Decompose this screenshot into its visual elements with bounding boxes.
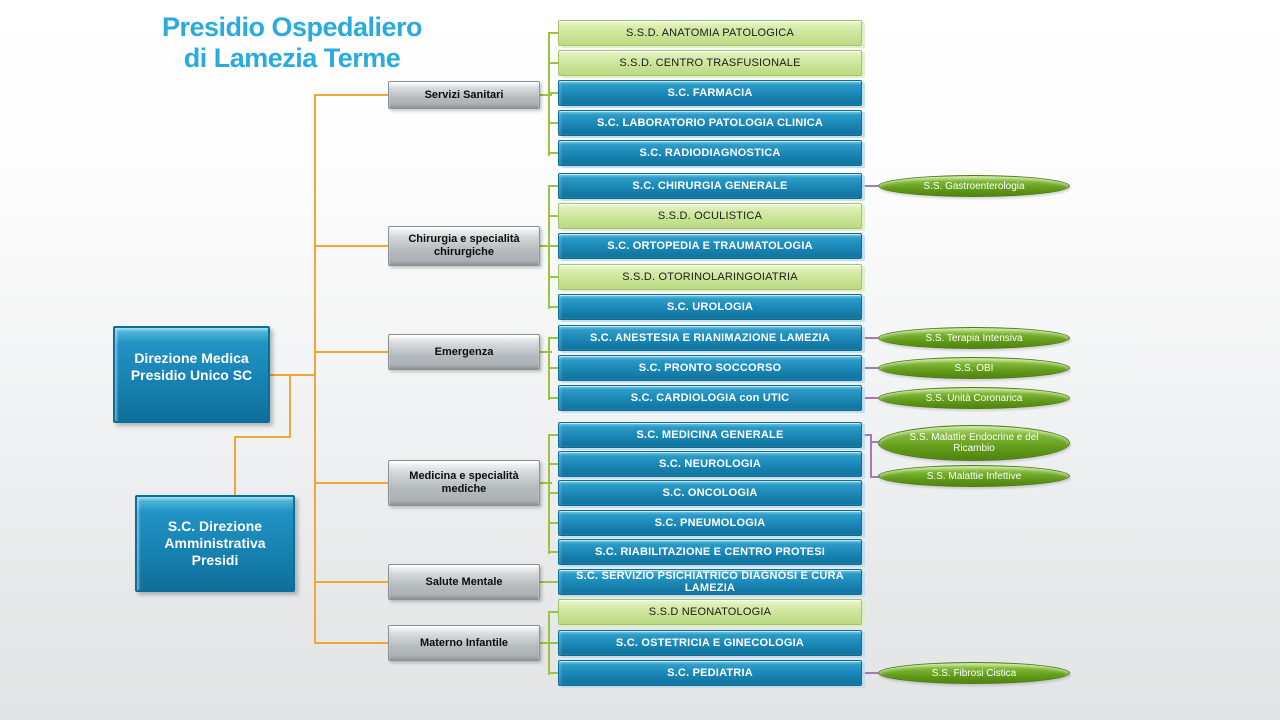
dept-box: S.C. CHIRURGIA GENERALE <box>558 173 862 199</box>
ss-ellipse: S.S. OBI <box>878 357 1070 379</box>
connector-row-stub <box>548 492 558 494</box>
dept-box: S.C. OSTETRICIA E GINECOLOGIA <box>558 630 862 656</box>
connector-row-stub <box>548 306 558 308</box>
dept-box: S.C. PRONTO SOCCORSO <box>558 355 862 381</box>
connector-group-rail <box>548 434 550 554</box>
connector-trunk-stub <box>314 245 388 247</box>
connector-trunk <box>314 94 316 644</box>
connector-admin-drop <box>289 374 291 438</box>
connector-group-stub <box>540 351 552 353</box>
connector-row-stub <box>548 32 558 34</box>
connector-group-stub <box>540 482 552 484</box>
connector-row-stub <box>548 367 558 369</box>
ss-ellipse: S.S. Malattie Endocrine e del Ricambio <box>878 425 1070 461</box>
connector-group-stub <box>540 245 552 247</box>
ss-ellipse: S.S. Malattie Infettive <box>878 465 1070 487</box>
connector-admin-drop <box>234 436 236 496</box>
category-box-medicina: Medicina e specialità mediche <box>388 460 540 506</box>
connector-row-stub <box>548 642 558 644</box>
connector-trunk-stub <box>314 642 388 644</box>
dept-box: S.C. CARDIOLOGIA con UTIC <box>558 385 862 411</box>
connector-row-stub <box>548 122 558 124</box>
connector-row-stub <box>548 434 558 436</box>
connector-trunk-stub <box>314 581 388 583</box>
category-box-emergenza: Emergenza <box>388 334 540 370</box>
dept-box: S.C. ONCOLOGIA <box>558 480 862 506</box>
connector-row-stub <box>548 152 558 154</box>
connector-admin-drop <box>234 436 291 438</box>
ss-ellipse: S.S. Unità Coronarica <box>878 387 1070 409</box>
connector-row-stub <box>548 522 558 524</box>
page-title: Presidio Ospedaliero di Lamezia Terme <box>140 12 444 74</box>
connector-satellite <box>870 476 880 478</box>
connector-row-stub <box>548 397 558 399</box>
connector-row-stub <box>548 337 558 339</box>
dept-box: S.S.D. CENTRO TRASFUSIONALE <box>558 50 862 76</box>
dept-box: S.C. LABORATORIO PATOLOGIA CLINICA <box>558 110 862 136</box>
page-title-line1: Presidio Ospedaliero <box>161 12 423 42</box>
dept-box: S.C. ANESTESIA E RIANIMAZIONE LAMEZIA <box>558 325 862 351</box>
dept-box: S.S.D. OCULISTICA <box>558 203 862 229</box>
connector-group-stub <box>540 581 558 583</box>
connector-satellite-rail <box>870 434 872 478</box>
dept-box: S.C. NEUROLOGIA <box>558 451 862 477</box>
connector-satellite <box>862 337 878 339</box>
connector-group-stub <box>540 94 552 96</box>
dept-box: S.C. ORTOPEDIA E TRAUMATOLOGIA <box>558 233 862 259</box>
connector-satellite <box>870 441 880 443</box>
dept-box: S.S.D. ANATOMIA PATOLOGICA <box>558 20 862 46</box>
connector-satellite <box>862 672 878 674</box>
connector-row-stub <box>548 611 558 613</box>
connector-trunk-stub <box>314 351 388 353</box>
connector-root-to-trunk <box>270 374 316 376</box>
page-title-line2: di Lamezia Terme <box>183 43 401 73</box>
connector-satellite <box>862 397 878 399</box>
connector-row-stub <box>548 672 558 674</box>
dept-box: S.C. PEDIATRIA <box>558 660 862 686</box>
connector-group-rail <box>548 185 550 309</box>
connector-satellite <box>862 185 878 187</box>
connector-trunk-stub <box>314 94 388 96</box>
dept-box: S.C. RADIODIAGNOSTICA <box>558 140 862 166</box>
connector-satellite <box>862 434 872 436</box>
connector-group-rail <box>548 32 550 156</box>
connector-row-stub <box>548 463 558 465</box>
connector-satellite <box>862 367 878 369</box>
category-box-materno-infantile: Materno Infantile <box>388 625 540 661</box>
connector-row-stub <box>548 215 558 217</box>
root-box-direzione-amministrativa: S.C. Direzione Amministrativa Presidi <box>135 495 295 592</box>
connector-row-stub <box>548 185 558 187</box>
dept-box: S.S.D NEONATOLOGIA <box>558 599 862 625</box>
dept-box: S.C. RIABILITAZIONE E CENTRO PROTESI <box>558 539 862 565</box>
dept-box: S.C. MEDICINA GENERALE <box>558 422 862 448</box>
ss-ellipse: S.S. Terapia Intensiva <box>878 327 1070 349</box>
connector-row-stub <box>548 62 558 64</box>
ss-ellipse: S.S. Gastroenterologia <box>878 175 1070 197</box>
category-box-chirurgia: Chirurgia e specialità chirurgiche <box>388 226 540 266</box>
dept-box: S.C. UROLOGIA <box>558 294 862 320</box>
category-box-salute-mentale: Salute Mentale <box>388 564 540 600</box>
connector-group-stub <box>540 642 552 644</box>
connector-row-stub <box>548 245 558 247</box>
dept-box: S.C. PNEUMOLOGIA <box>558 510 862 536</box>
connector-row-stub <box>548 276 558 278</box>
ss-ellipse: S.S. Fibrosi Cistica <box>878 662 1070 684</box>
dept-box: S.C. SERVIZIO PSICHIATRICO DIAGNOSI E CU… <box>558 569 862 595</box>
connector-row-stub <box>548 92 558 94</box>
connector-trunk-stub <box>314 482 388 484</box>
dept-box: S.S.D. OTORINOLARINGOIATRIA <box>558 264 862 290</box>
root-box-direzione-medica: Direzione Medica Presidio Unico SC <box>113 326 270 423</box>
connector-row-stub <box>548 551 558 553</box>
dept-box: S.C. FARMACIA <box>558 80 862 106</box>
category-box-servizi-sanitari: Servizi Sanitari <box>388 81 540 109</box>
